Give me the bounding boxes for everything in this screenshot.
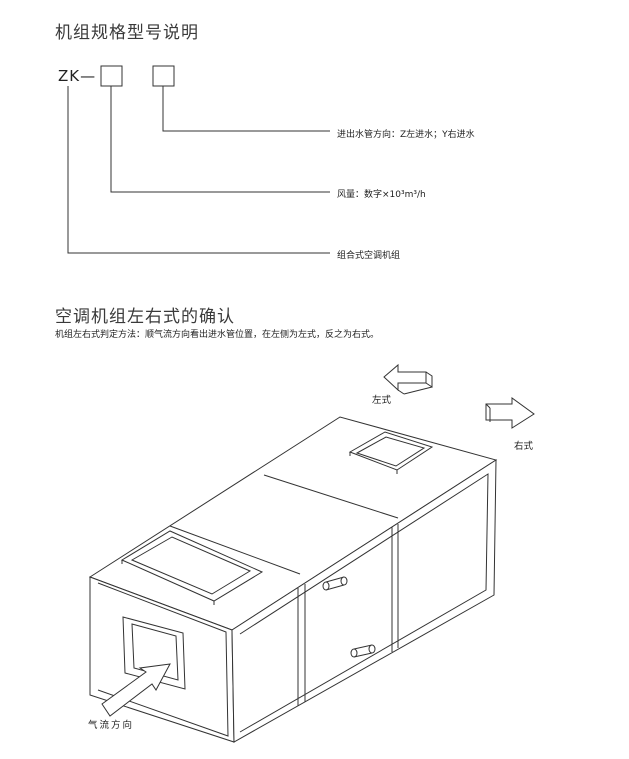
code-box-water <box>152 65 175 87</box>
model-code-prefix: ZK— <box>58 67 97 85</box>
label-right-type: 右式 <box>514 441 534 452</box>
left-arrow-icon <box>383 363 433 395</box>
airflow-arrow-icon <box>101 663 171 717</box>
ahu-unit-drawing <box>88 416 498 743</box>
label-airflow-direction: 气流方向 <box>88 720 135 731</box>
desc-unit-type: 组合式空调机组 <box>337 251 401 261</box>
leader-airflow-volume <box>110 86 330 193</box>
orientation-title: 空调机组左右式的确认 <box>55 307 235 327</box>
desc-water-direction: 进出水管方向：Z左进水；Y右进水 <box>337 130 475 140</box>
desc-airflow-volume: 风量：数字×10³m³/h <box>337 190 426 200</box>
spec-title: 机组规格型号说明 <box>55 23 199 43</box>
leader-water-direction <box>162 86 330 132</box>
right-arrow-icon <box>485 397 535 429</box>
orientation-subtitle: 机组左右式判定方法：顺气流方向看出进水管位置，在左侧为左式，反之为右式。 <box>55 330 380 340</box>
code-box-airflow <box>100 65 123 87</box>
label-left-type: 左式 <box>372 395 392 406</box>
leader-unit-type <box>67 86 330 254</box>
